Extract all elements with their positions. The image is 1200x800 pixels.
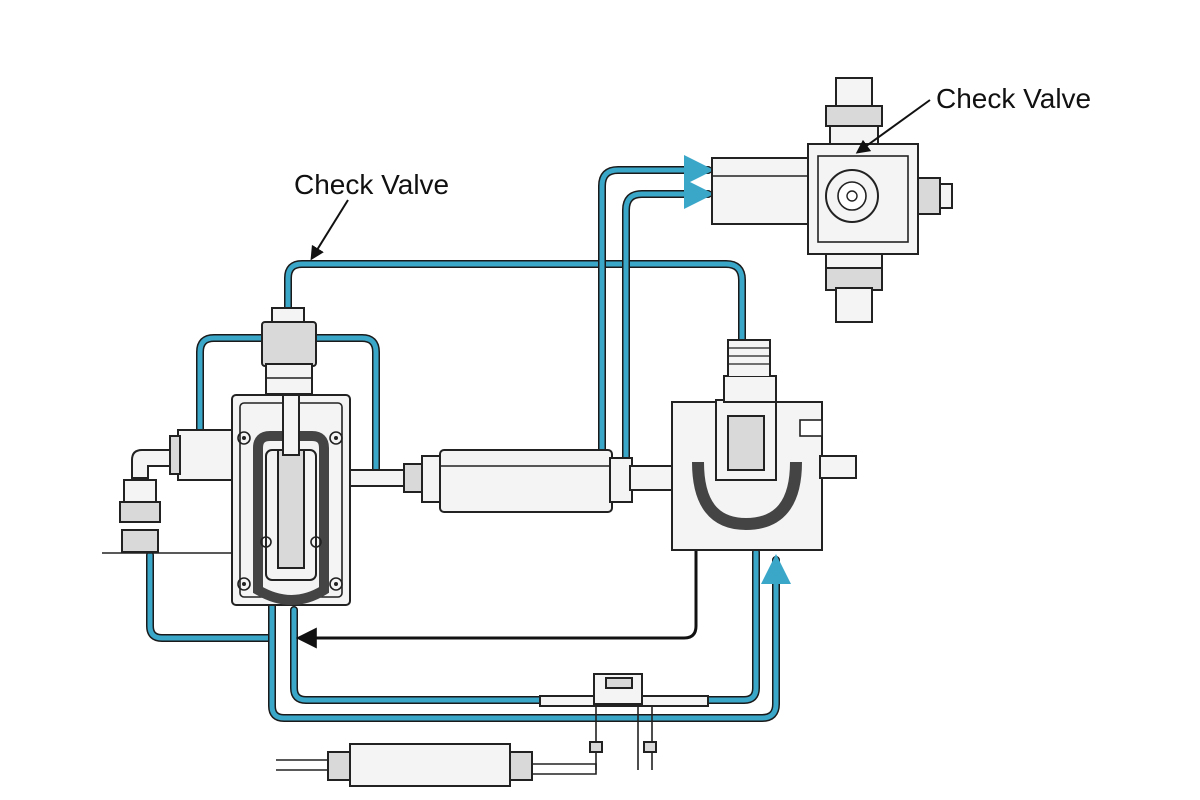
left-fittings <box>102 429 233 554</box>
pump-housing-icon <box>231 394 351 606</box>
check-valve-label-top-right: Check Valve <box>936 83 1091 114</box>
check-valve-label-left: Check Valve <box>294 169 449 200</box>
right-valve-block <box>671 339 857 551</box>
check-valve-assembly <box>711 77 953 323</box>
bottom-assembly <box>276 673 709 787</box>
inline-filter-icon <box>349 449 701 513</box>
pipe-network <box>146 155 791 722</box>
callout-arrows <box>310 99 931 261</box>
control-line <box>295 525 707 649</box>
check-valve-icon <box>261 307 317 395</box>
